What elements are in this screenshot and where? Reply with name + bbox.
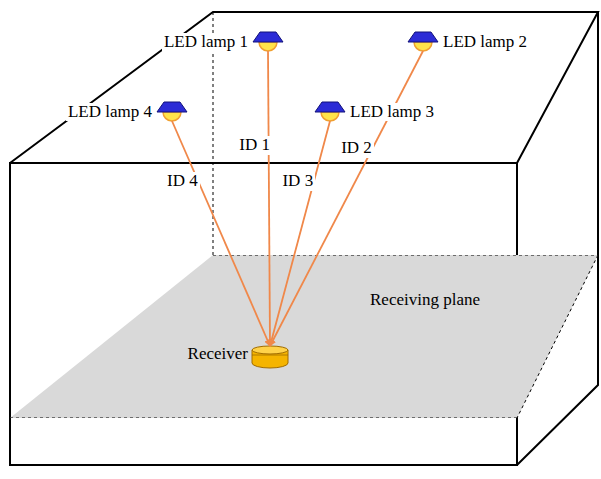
ray-id-label: ID 3	[280, 172, 315, 191]
led-lamp: LED lamp 3	[314, 101, 436, 123]
plane-text-holder: Receiving plane	[370, 291, 480, 310]
plane-fill	[10, 255, 598, 418]
plane-side-edge	[517, 255, 598, 418]
top-face	[10, 12, 598, 163]
led-lamp: LED lamp 2	[407, 31, 529, 53]
receiver: Receiver	[188, 345, 289, 369]
led-lamp: LED lamp 4	[66, 101, 188, 123]
led-lamp-icon	[252, 31, 284, 53]
plane-back-edge	[213, 255, 598, 256]
led-lamp-icon	[314, 101, 346, 123]
lamp-bulb	[163, 112, 181, 121]
lamp-label: LED lamp 4	[66, 103, 154, 122]
light-ray	[270, 121, 330, 346]
lamp-label: LED lamp 1	[162, 33, 250, 52]
led-lamp: LED lamp 1	[162, 31, 284, 53]
receiver-top	[252, 346, 288, 354]
receiver-band	[252, 355, 288, 356]
ray-id-label: ID 2	[339, 139, 374, 158]
light-ray	[270, 51, 423, 346]
receiver-icon	[251, 345, 289, 369]
plane-label: Receiving plane	[370, 291, 480, 310]
receiver-label: Receiver	[188, 345, 248, 364]
led-lamp-icon	[156, 101, 188, 123]
lamp-housing	[315, 102, 345, 112]
lamp-housing	[408, 32, 438, 42]
ray-id-label: ID 4	[165, 172, 200, 191]
lamp-housing	[157, 102, 187, 112]
led-lamp-icon	[407, 31, 439, 53]
lamp-bulb	[259, 42, 277, 51]
lamp-label: LED lamp 2	[441, 33, 529, 52]
lamp-bulb	[321, 112, 339, 121]
light-ray	[268, 51, 270, 346]
receiving-plane: Receiving planeReceiver	[10, 255, 598, 418]
lamp-bulb	[414, 42, 432, 51]
right-face	[517, 12, 598, 465]
light-ray	[172, 121, 270, 346]
ray-id-label: ID 1	[237, 136, 272, 155]
plane-front-edge	[10, 418, 517, 419]
plane-shape	[10, 255, 598, 418]
lamp-housing	[253, 32, 283, 42]
lamp-label: LED lamp 3	[348, 103, 436, 122]
